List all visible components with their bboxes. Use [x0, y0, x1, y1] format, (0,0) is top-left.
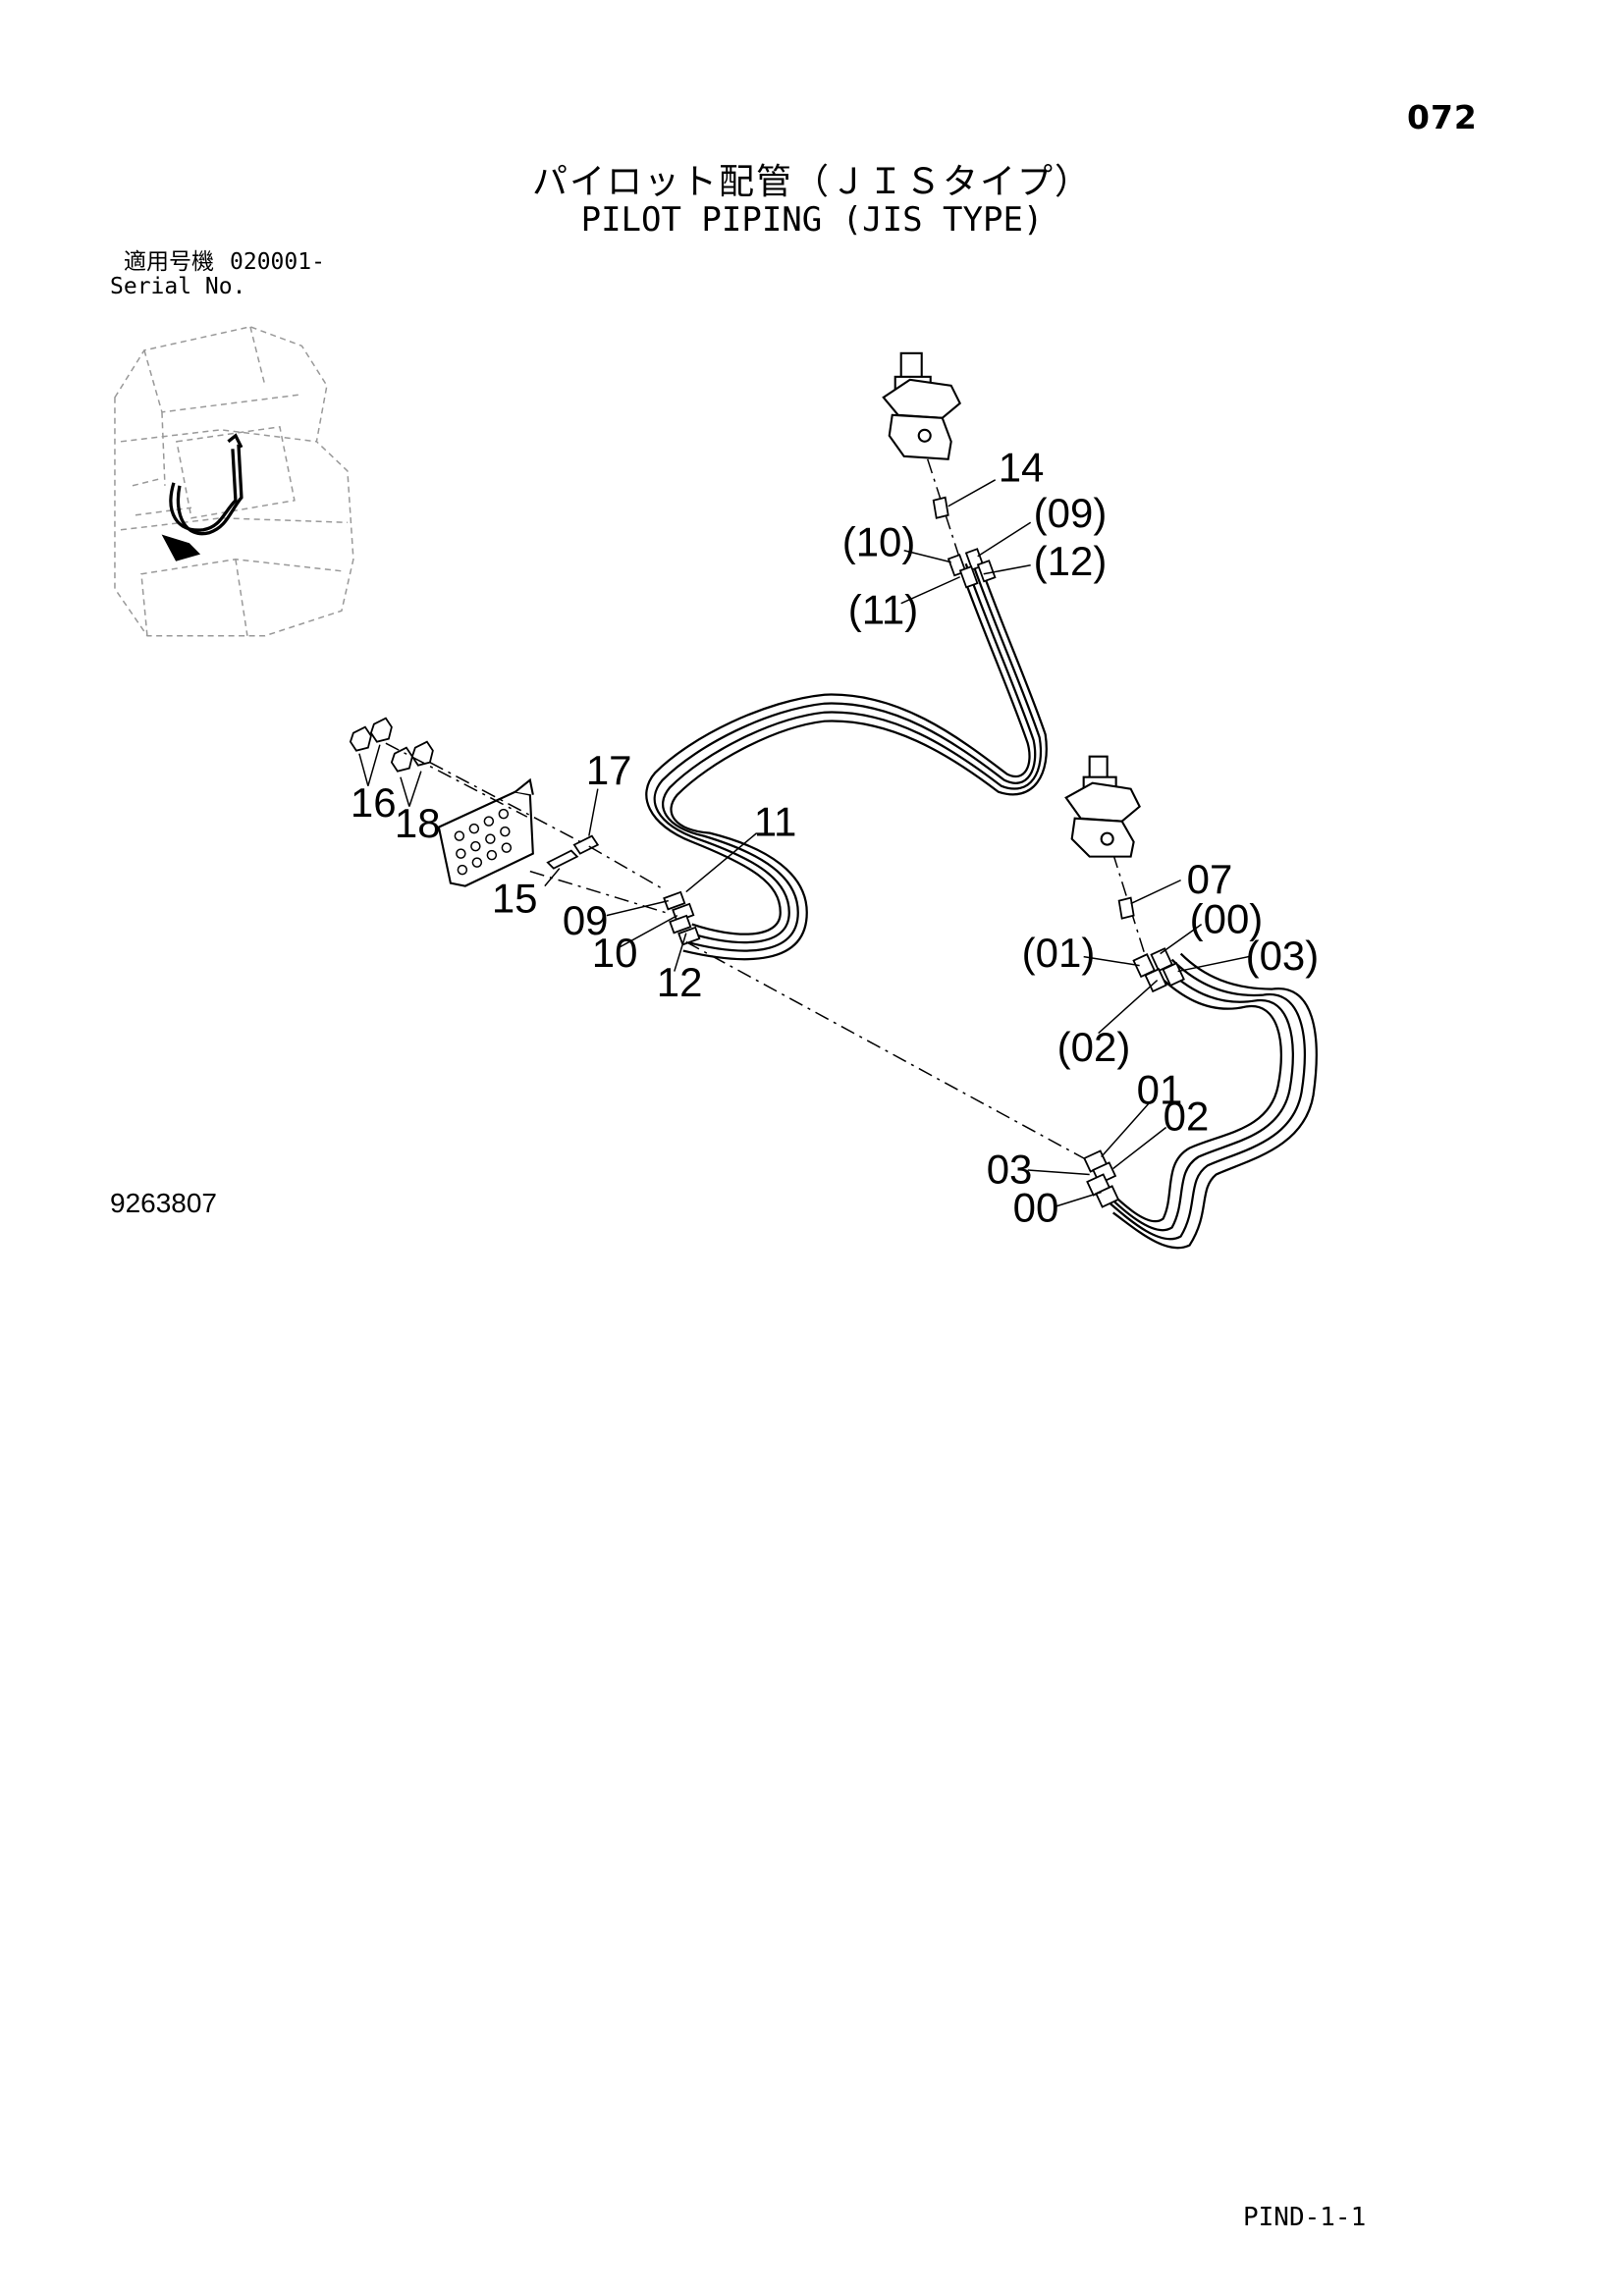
callout-10-ref: (10): [842, 519, 916, 565]
callout-01-ref: (01): [1022, 930, 1096, 976]
cab-location-inset: [114, 326, 354, 637]
lower-upper-fittings: [1132, 947, 1185, 993]
lower-pilot-valve: [1064, 755, 1141, 858]
callout-15: 15: [492, 876, 538, 922]
callout-leaders: [544, 479, 1249, 1208]
inset-highlight-hoses: [161, 433, 244, 561]
page-code: PIND-1-1: [1243, 2203, 1367, 2232]
serial-label-jp: 適用号機: [124, 249, 214, 275]
connector-pins: [546, 834, 600, 870]
bracket-plate: [437, 777, 534, 887]
top-pilot-valve: [882, 351, 962, 460]
callout-02-ref: (02): [1057, 1024, 1131, 1070]
nut-leaders: [358, 744, 422, 807]
serial-row: 適用号機 020001-: [110, 250, 325, 275]
callout-12-ref: (12): [1034, 538, 1108, 584]
callout-03: 03: [987, 1146, 1033, 1192]
callout-09-ref: (09): [1034, 490, 1108, 536]
serial-block: 適用号機 020001- Serial No.: [110, 250, 325, 299]
drawing-number: 9263807: [110, 1188, 218, 1218]
mid-fittings: [663, 890, 701, 946]
top-adapter: [932, 496, 949, 519]
lower-end-fittings: [1083, 1149, 1120, 1208]
callout-17: 17: [586, 747, 632, 793]
callout-00-ref: (00): [1190, 896, 1264, 942]
callout-03-ref: (03): [1246, 933, 1320, 979]
assembly-centerlines: [385, 742, 1147, 1161]
callout-02: 02: [1164, 1094, 1210, 1140]
callout-14: 14: [999, 444, 1045, 490]
bracket-holes: [454, 808, 513, 876]
hose-bundle-lower: [1094, 952, 1318, 1250]
callout-12: 12: [657, 959, 703, 1005]
callout-01: 01: [1137, 1067, 1183, 1113]
callout-09: 09: [563, 897, 609, 943]
callout-11-ref: (11): [848, 587, 919, 633]
callout-00: 00: [1013, 1184, 1059, 1230]
serial-number: 020001-: [230, 249, 325, 275]
nuts-16-18: [349, 717, 434, 773]
callout-16: 16: [351, 779, 397, 826]
title-english: PILOT PIPING (JIS TYPE): [580, 200, 1044, 240]
callout-11: 11: [754, 799, 797, 845]
callout-18: 18: [395, 800, 441, 846]
lower-adapter: [1117, 896, 1135, 920]
title-japanese: パイロット配管（ＪＩＳタイプ）: [531, 162, 1092, 202]
page-number: 072: [1407, 98, 1478, 136]
top-fittings: [947, 548, 997, 589]
hose-bundle-top: [645, 557, 1048, 961]
callout-10: 10: [592, 930, 638, 976]
callout-07: 07: [1187, 856, 1233, 902]
serial-label-en: Serial No.: [110, 274, 246, 299]
